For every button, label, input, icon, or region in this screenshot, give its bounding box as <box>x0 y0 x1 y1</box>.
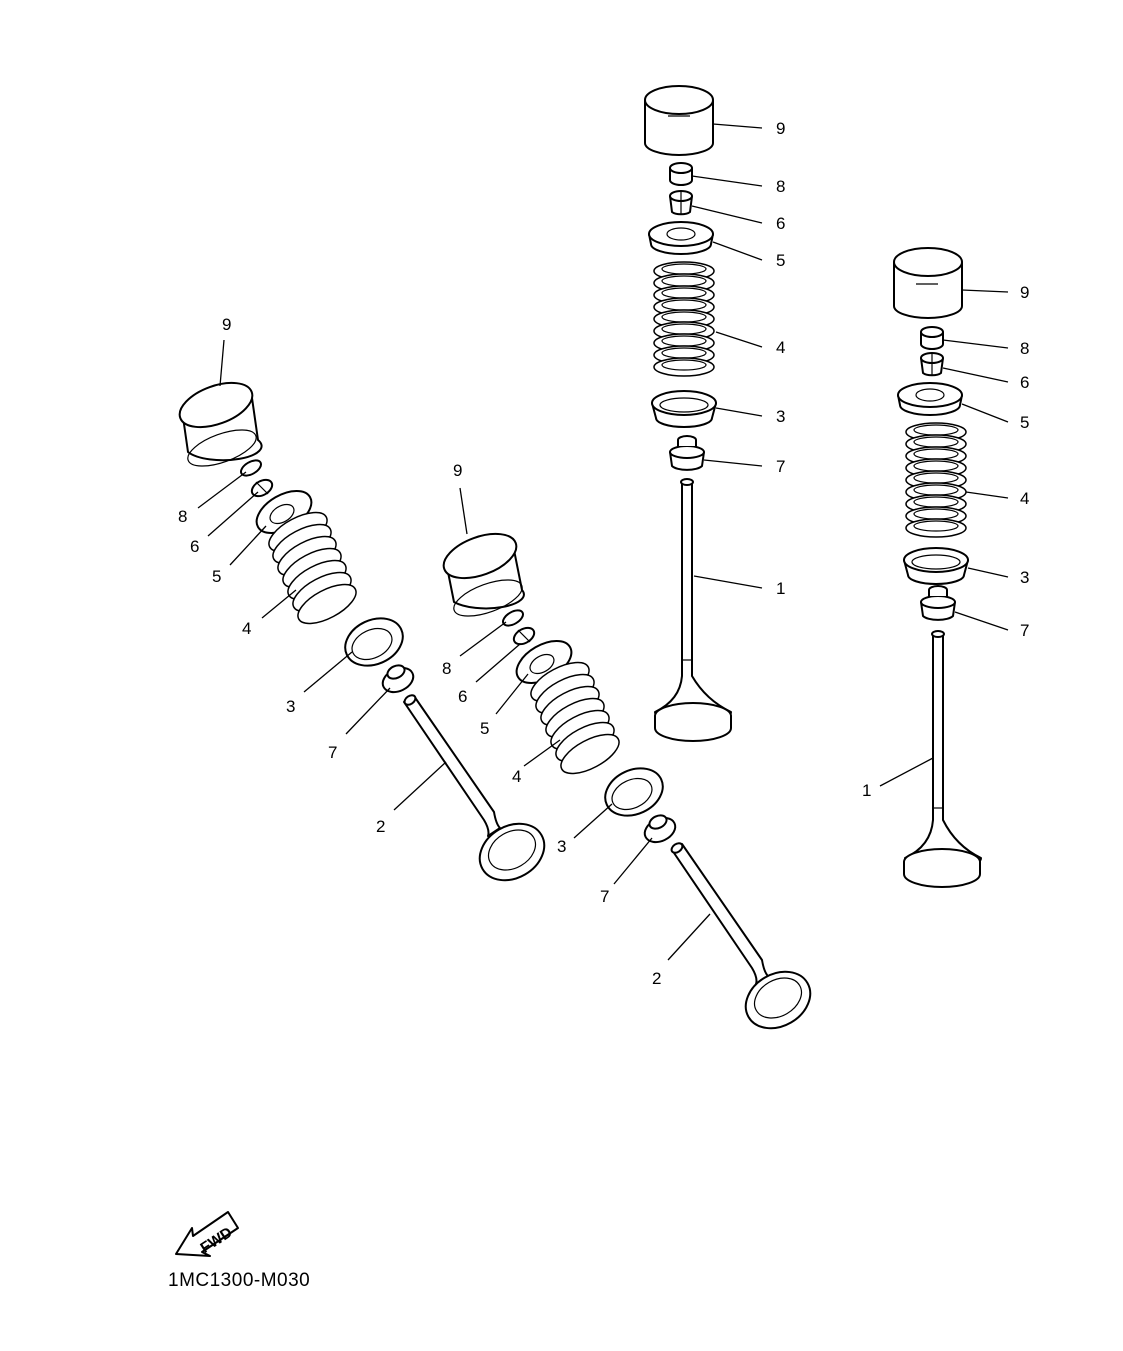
valve-lifter-bucket <box>178 381 263 467</box>
valve-cotter <box>920 352 944 377</box>
document-code: 1MC1300-M030 <box>168 1270 311 1291</box>
callout-label: 6 <box>1020 373 1029 392</box>
callout-label: 6 <box>776 214 785 233</box>
intake-valve <box>654 478 732 742</box>
valve-cotter <box>669 190 693 216</box>
valve-spring <box>268 511 357 625</box>
callout-label: 9 <box>1020 283 1029 302</box>
valve-shim <box>240 459 262 477</box>
valve-stem-seal <box>643 814 677 844</box>
callout-label: 4 <box>512 767 521 786</box>
valve-group-b <box>893 247 982 888</box>
valve-shim <box>669 162 693 186</box>
valve-shim <box>920 326 944 350</box>
callout-label: 7 <box>1020 621 1029 640</box>
valve-stem-seal <box>920 585 956 621</box>
callout-label: 4 <box>242 619 251 638</box>
valve-spring-seat <box>903 547 969 585</box>
valve-lifter-bucket <box>442 532 525 617</box>
callout-label: 3 <box>557 837 566 856</box>
callout-label: 6 <box>190 537 199 556</box>
callout-label: 5 <box>776 251 785 270</box>
callout-label: 8 <box>1020 339 1029 358</box>
valve-lifter-bucket <box>644 85 714 156</box>
callout-label: 1 <box>862 781 871 800</box>
callout-label: 3 <box>1020 568 1029 587</box>
callout-label: 3 <box>286 697 295 716</box>
callout-label: 8 <box>178 507 187 526</box>
valve-cotter <box>512 626 536 646</box>
valve-stem-seal <box>669 435 705 471</box>
callout-label: 5 <box>1020 413 1029 432</box>
callout-label: 7 <box>328 743 337 762</box>
valve-shim <box>502 609 524 627</box>
intake-valve <box>903 630 982 888</box>
callout-label: 4 <box>776 338 785 357</box>
valve-lifter-bucket <box>893 247 963 319</box>
callout-labels: 9 8 6 5 4 3 7 1 9 8 6 5 4 3 7 1 9 8 6 5 … <box>178 119 1029 988</box>
callout-label: 8 <box>776 177 785 196</box>
callout-label: 9 <box>453 461 462 480</box>
callout-label: 2 <box>652 969 661 988</box>
callout-label: 4 <box>1020 489 1029 508</box>
callout-label: 7 <box>776 457 785 476</box>
valve-spring-retainer <box>897 382 963 416</box>
valve-spring <box>530 661 620 775</box>
valve-spring-seat <box>604 767 664 817</box>
valve-group-a <box>644 85 732 742</box>
valve-spring-seat <box>344 617 404 667</box>
callout-label: 8 <box>442 659 451 678</box>
valve-spring-retainer <box>648 221 714 255</box>
callout-label: 3 <box>776 407 785 426</box>
exhaust-valve <box>403 694 546 882</box>
callout-label: 9 <box>776 119 785 138</box>
callout-label: 9 <box>222 315 231 334</box>
leader-lines <box>197 123 1009 961</box>
fwd-arrow-icon: FWD <box>175 1211 239 1257</box>
valve-spring-seat <box>651 390 717 428</box>
valve-spring <box>905 422 967 538</box>
callout-label: 6 <box>458 687 467 706</box>
callout-label: 2 <box>376 817 385 836</box>
valve-group-d <box>442 532 812 1030</box>
callout-label: 5 <box>480 719 489 738</box>
valve-stem-seal <box>381 664 415 694</box>
valve-spring <box>653 261 715 377</box>
exhaust-valve <box>670 842 812 1030</box>
callout-label: 7 <box>600 887 609 906</box>
callout-label: 1 <box>776 579 785 598</box>
valve-group-c <box>178 381 546 882</box>
callout-label: 5 <box>212 567 221 586</box>
